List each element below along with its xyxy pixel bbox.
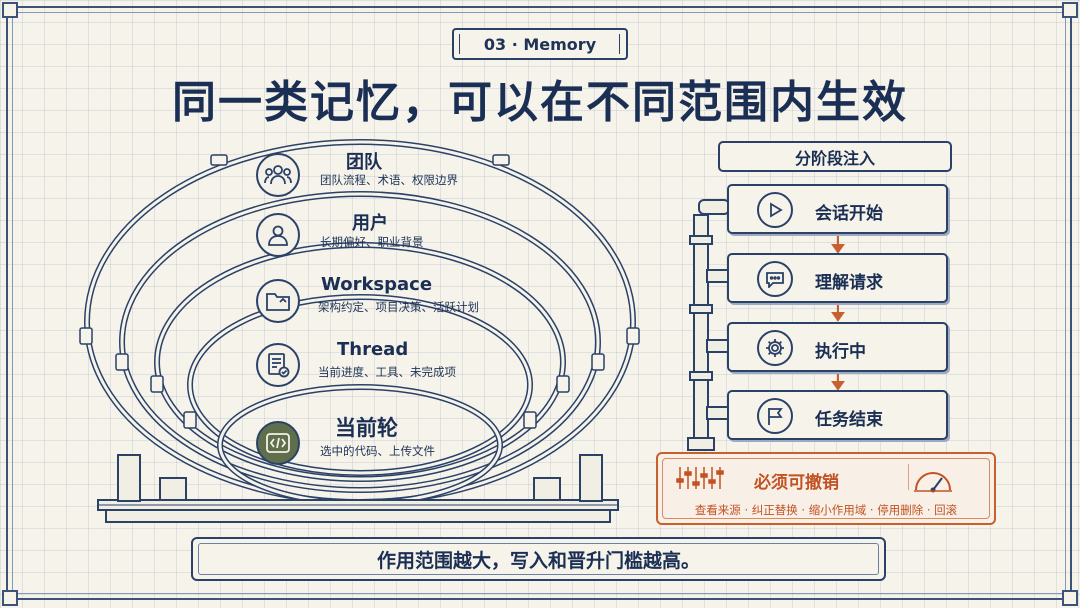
layer-title-workspace: Workspace <box>321 274 433 295</box>
layer-desc-thread: 当前进度、工具、未完成项 <box>318 365 456 379</box>
footer-banner-text: 作用范围越大，写入和晋升门槛越高。 <box>376 549 700 572</box>
stage-session-start: 会话开始 <box>727 184 948 234</box>
gauge-icon <box>908 464 952 493</box>
gear-icon <box>757 330 793 366</box>
pipe-vertical <box>693 214 709 441</box>
base-leg <box>579 454 603 502</box>
ring-bolt <box>591 353 605 371</box>
pipe-branch <box>706 339 730 353</box>
ring-bolt <box>210 154 228 166</box>
play-icon <box>757 192 793 228</box>
layer-title-thread: Thread <box>337 339 409 360</box>
ring-bolt <box>150 375 164 393</box>
pipe-branch <box>706 269 730 283</box>
stage-header: 分阶段注入 <box>718 141 952 172</box>
folder-icon <box>256 279 300 323</box>
base-plate-lower <box>105 509 611 523</box>
stage-label: 任务结束 <box>815 410 883 430</box>
chat-bubble-icon <box>757 261 793 297</box>
ring-bolt <box>626 327 640 345</box>
layer-desc-workspace: 架构约定、项目决策、活跃计划 <box>318 300 479 314</box>
section-tag: 03 · Memory <box>452 28 628 60</box>
flag-icon <box>757 398 793 434</box>
base-leg <box>533 477 561 501</box>
layer-desc-team: 团队流程、术语、权限边界 <box>320 173 458 187</box>
footer-banner: 作用范围越大，写入和晋升门槛越高。 <box>191 537 886 581</box>
pipe-joint <box>689 235 713 245</box>
stage-label: 理解请求 <box>815 273 883 293</box>
stage-label: 执行中 <box>815 342 866 362</box>
revoke-panel-border <box>662 458 990 519</box>
layer-desc-current: 选中的代码、上传文件 <box>320 444 435 458</box>
team-icon <box>256 153 300 197</box>
pipe-joint <box>689 304 713 314</box>
corner-bracket <box>1062 590 1078 606</box>
page-title: 同一类记忆，可以在不同范围内生效 <box>172 77 908 128</box>
pipe-joint <box>689 371 713 381</box>
base-leg <box>159 477 187 501</box>
sliders-icon <box>676 467 724 489</box>
code-icon <box>256 421 300 465</box>
pipe-branch <box>706 406 730 420</box>
revoke-actions: 查看来源 · 纠正替换 · 缩小作用域 · 停用删除 · 回滚 <box>694 503 958 517</box>
stage-label: 会话开始 <box>815 204 883 224</box>
user-icon <box>256 213 300 257</box>
scope-ring-user-inner <box>120 192 600 492</box>
ring-bolt <box>523 411 537 429</box>
layer-title-user: 用户 <box>352 213 388 234</box>
stage-task-end: 任务结束 <box>727 390 948 440</box>
stage-understand-request: 理解请求 <box>727 253 948 303</box>
layer-desc-user: 长期偏好、职业背景 <box>320 235 424 249</box>
checklist-icon <box>256 343 300 387</box>
corner-bracket <box>2 590 18 606</box>
base-leg <box>117 454 141 502</box>
corner-bracket <box>1062 2 1078 18</box>
layer-title-current: 当前轮 <box>335 416 398 440</box>
revoke-panel: 必须可撤销 查看来源 · 纠正替换 · 缩小作用域 · 停用删除 · 回滚 <box>656 452 996 525</box>
stage-arrow-head <box>831 381 845 391</box>
stage-executing: 执行中 <box>727 322 948 372</box>
ring-bolt <box>183 411 197 429</box>
ring-bolt <box>492 154 510 166</box>
stage-arrow-head <box>831 312 845 322</box>
pipe-base <box>687 437 715 451</box>
revoke-title: 必须可撤销 <box>754 473 839 493</box>
layer-title-team: 团队 <box>346 152 382 173</box>
pipe-elbow <box>698 199 730 215</box>
scope-ring-thread-inner <box>188 295 532 475</box>
ring-bolt <box>556 375 570 393</box>
corner-bracket <box>2 2 18 18</box>
ring-bolt <box>115 353 129 371</box>
stage-arrow-head <box>831 244 845 254</box>
ring-bolt <box>79 327 93 345</box>
scope-ring-workspace-inner <box>155 243 565 481</box>
